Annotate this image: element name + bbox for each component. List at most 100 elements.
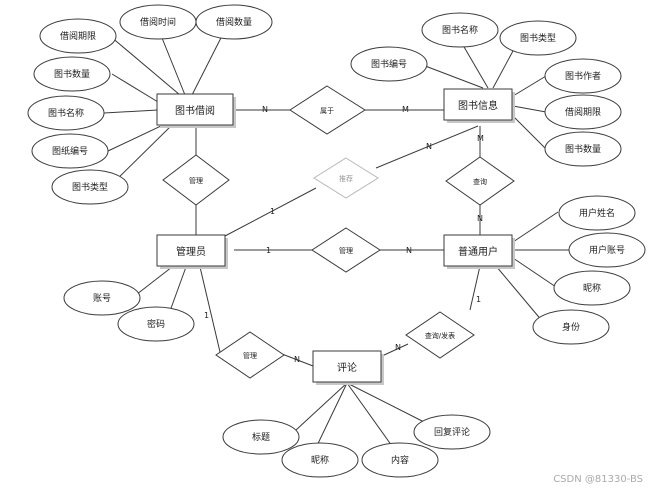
- attr-ellipse: [499, 20, 577, 56]
- relation-query-post: 查询/发表: [405, 311, 475, 359]
- attr-admin-1: 密码: [147, 318, 165, 330]
- attr-ellipse: [568, 232, 646, 268]
- attr-ellipse: [532, 309, 610, 345]
- entity-borrow-label: 图书借阅: [175, 104, 215, 117]
- relation-query: 查询: [445, 156, 515, 206]
- relation-manage-comment-label: 管理: [243, 351, 257, 360]
- line-comment-attr-1: [295, 382, 348, 431]
- attr-ellipse: [558, 195, 636, 231]
- attr-ellipse: [544, 94, 622, 130]
- card-borrow-belongs: N: [262, 105, 268, 114]
- attr-ellipse: [31, 133, 109, 169]
- line-book-attr-4: [512, 75, 547, 97]
- card-query-user2: 1: [476, 295, 481, 304]
- line-comment-attr-4: [346, 382, 429, 425]
- entity-user-label: 普通用户: [458, 245, 498, 258]
- attributes-borrow: 借阅期限 借阅时间 借阅数量 图书数量 图书名称 图纸编号 图书类型: [27, 4, 273, 205]
- line-comment-attr-3: [346, 382, 393, 447]
- relation-manage-user-label: 管理: [339, 246, 353, 255]
- line-borrow-attr-5: [103, 109, 159, 114]
- line-borrow-attr-7: [109, 124, 173, 187]
- line-book-attr-6: [512, 115, 547, 150]
- relation-recommend: 推荐: [313, 157, 379, 199]
- card-comment-query: N: [395, 343, 401, 352]
- relation-query-post-label: 查询/发表: [425, 331, 455, 340]
- card-book-query: M: [477, 134, 484, 143]
- attr-book-1: 图书类型: [520, 32, 556, 44]
- attributes-comment: 标题 昵称 内容 回复评论: [222, 414, 491, 478]
- entity-user: 普通用户: [443, 234, 515, 269]
- attr-borrow-1: 借阅时间: [140, 16, 176, 28]
- line-user-attr-3: [512, 257, 557, 288]
- relation-query-label: 查询: [473, 177, 487, 186]
- relation-manage-borrow: 管理: [162, 154, 230, 206]
- entity-admin-label: 管理员: [176, 245, 206, 258]
- card-query-user: N: [477, 214, 483, 223]
- relation-belongs: 属于: [289, 85, 366, 135]
- attr-book-4: 借阅期限: [565, 106, 601, 118]
- attr-book-5: 图书数量: [565, 143, 601, 155]
- line-admin-manage-comment: [199, 266, 221, 353]
- connector-lines: [103, 23, 569, 457]
- attr-user-2: 昵称: [583, 282, 601, 294]
- relation-manage-comment: 管理: [215, 331, 285, 379]
- attr-ellipse: [361, 442, 439, 478]
- attr-ellipse: [51, 169, 129, 205]
- attr-user-0: 用户姓名: [579, 207, 615, 219]
- line-book-attr-1: [459, 39, 489, 89]
- line-borrow-attr-4: [111, 73, 159, 103]
- attr-ellipse: [222, 419, 300, 455]
- attr-ellipse: [350, 46, 428, 82]
- line-comment-querypost: [381, 343, 409, 357]
- card-admin-manage-comment: 1: [204, 311, 209, 320]
- entity-comment-label: 评论: [337, 361, 357, 374]
- attr-comment-2: 内容: [391, 454, 409, 466]
- entity-comment: 评论: [312, 350, 384, 385]
- line-book-attr-3: [419, 63, 484, 89]
- attr-comment-1: 昵称: [311, 454, 329, 466]
- attr-borrow-4: 图书名称: [48, 107, 84, 119]
- line-user-attr-1: [512, 211, 559, 243]
- line-borrow-attr-1: [109, 35, 181, 96]
- card-recommend-admin: 1: [270, 207, 275, 216]
- attr-admin-0: 账号: [93, 293, 111, 304]
- attr-book-0: 图书名称: [442, 24, 478, 36]
- attr-book-3: 图书作者: [565, 70, 601, 82]
- attr-ellipse: [544, 58, 622, 94]
- entity-borrow: 图书借阅: [156, 93, 236, 128]
- attr-borrow-2: 借阅数量: [216, 16, 252, 28]
- card-admin-manage: 1: [266, 246, 271, 255]
- relation-recommend-label: 推荐: [339, 174, 353, 183]
- attr-comment-3: 回复评论: [434, 426, 470, 438]
- attr-ellipse: [281, 442, 359, 478]
- attr-ellipse: [413, 414, 491, 450]
- card-belongs-book: M: [402, 105, 409, 114]
- line-user-attr-4: [495, 265, 544, 323]
- attr-borrow-5: 图纸编号: [52, 145, 88, 157]
- attr-ellipse: [195, 4, 273, 40]
- attr-ellipse: [544, 131, 622, 167]
- line-book-attr-5: [512, 105, 547, 113]
- attributes-admin: 账号 密码: [63, 280, 195, 342]
- attr-ellipse: [553, 270, 631, 306]
- card-book-recommend: N: [426, 142, 432, 151]
- attr-borrow-6: 图书类型: [72, 181, 108, 193]
- line-recommend-book: [375, 125, 479, 169]
- relation-belongs-label: 属于: [320, 107, 334, 115]
- relation-manage-borrow-label: 管理: [189, 176, 203, 185]
- attr-user-1: 用户账号: [589, 244, 625, 256]
- card-manage-user: N: [406, 246, 412, 255]
- attr-ellipse: [63, 280, 141, 316]
- attr-ellipse: [421, 12, 499, 48]
- entity-book-label: 图书信息: [458, 99, 498, 112]
- attr-borrow-0: 借阅期限: [60, 30, 96, 42]
- entity-admin: 管理员: [156, 234, 228, 269]
- attr-ellipse: [117, 306, 195, 342]
- line-borrow-attr-6: [107, 124, 164, 152]
- attr-ellipse: [39, 18, 117, 54]
- watermark: CSDN @81330-BS: [553, 474, 643, 485]
- relation-manage-user: 管理: [311, 227, 381, 273]
- attr-borrow-3: 图书数量: [54, 68, 90, 80]
- attr-ellipse: [33, 56, 111, 92]
